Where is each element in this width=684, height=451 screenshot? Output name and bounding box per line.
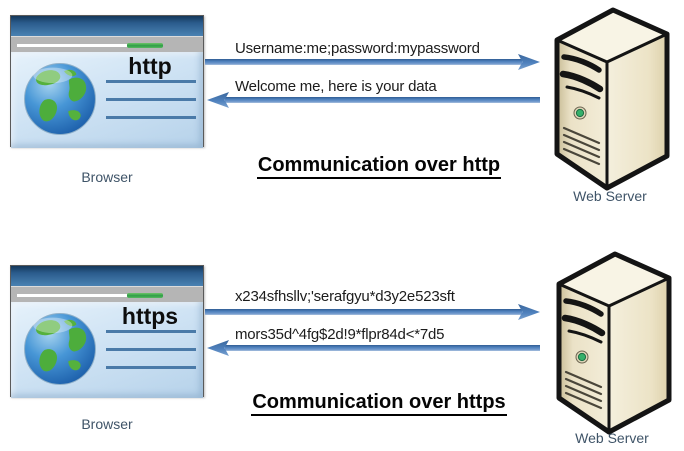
address-bar — [17, 294, 127, 297]
section-title: Communication over https — [238, 391, 520, 416]
response-arrow — [207, 92, 540, 108]
browser-titlebar — [11, 16, 203, 36]
content-line — [106, 348, 196, 351]
browser-window: http — [10, 15, 204, 148]
globe-icon — [24, 63, 96, 135]
response-message: Welcome me, here is your data — [235, 78, 437, 95]
browser-window: https — [10, 265, 204, 398]
content-line — [106, 116, 196, 119]
browser-content: https — [11, 302, 203, 398]
browser-titlebar — [11, 266, 203, 286]
browser-label: Browser — [81, 416, 133, 432]
response-arrow — [207, 340, 540, 356]
tower-server-icon — [545, 250, 679, 436]
content-line — [106, 98, 196, 101]
arrow-shaft — [205, 309, 522, 315]
request-arrow — [205, 304, 540, 320]
content-line — [106, 366, 196, 369]
request-arrow — [205, 54, 540, 70]
browser-toolbar — [11, 36, 203, 52]
browser-content: http — [11, 52, 203, 148]
progress-indicator — [127, 293, 163, 298]
arrow-shaft — [225, 345, 540, 351]
content-line — [106, 80, 196, 83]
browser-label: Browser — [81, 169, 133, 185]
protocol-label: https — [121, 303, 179, 329]
content-line — [106, 330, 196, 333]
globe-icon — [24, 313, 96, 385]
protocol-label: http — [128, 53, 172, 79]
tower-server-icon — [543, 6, 677, 192]
arrow-shaft — [225, 97, 540, 103]
request-message: Username:me;password:mypassword — [235, 40, 480, 57]
server-label: Web Server — [573, 188, 647, 204]
arrow-shaft — [205, 59, 522, 65]
response-message: mors35d^4fg$2d!9*flpr84d<*7d5 — [235, 326, 445, 343]
server-label: Web Server — [575, 430, 649, 446]
request-message: x234sfhsllv;'serafgyu*d3y2e523sft — [235, 288, 455, 305]
progress-indicator — [127, 43, 163, 48]
section-title: Communication over http — [238, 154, 520, 179]
address-bar — [17, 44, 127, 47]
browser-toolbar — [11, 286, 203, 302]
